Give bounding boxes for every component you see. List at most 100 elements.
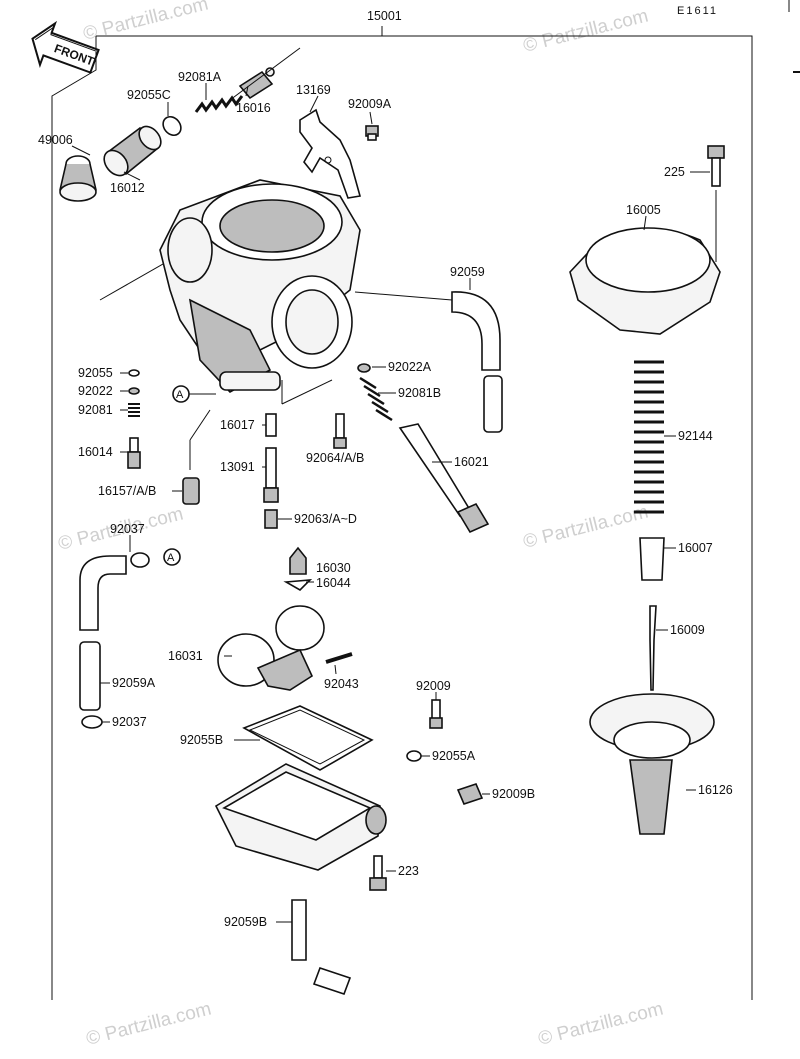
watermark-text: © Partzilla.com — [84, 999, 213, 1050]
hose-icon — [451, 291, 503, 433]
clamp-icon — [81, 715, 103, 729]
clip-icon — [283, 579, 313, 591]
jet-needle-icon — [649, 605, 657, 691]
part-label-92055b: 92055B — [180, 733, 223, 747]
part-label-16030: 16030 — [316, 561, 351, 575]
spring-icon — [634, 360, 664, 514]
throttle-stop-screw-icon — [398, 423, 490, 534]
callout-a-label: A — [176, 389, 184, 401]
plunger-icon — [238, 67, 275, 100]
diaphragm-vacuum-piston-icon — [589, 693, 715, 835]
part-label-16017: 16017 — [220, 418, 255, 432]
washer-icon — [128, 387, 140, 395]
part-label-16007: 16007 — [678, 541, 713, 555]
part-label-16157: 16157/A/B — [98, 484, 156, 498]
part-label-92081b: 92081B — [398, 386, 441, 400]
part-label-13091: 13091 — [220, 460, 255, 474]
part-label-92055: 92055 — [78, 366, 113, 380]
hose-clamp-group — [79, 552, 150, 729]
part-label-16021: 16021 — [454, 455, 489, 469]
float-bowl-gasket-icon — [242, 705, 374, 771]
part-label-16016: 16016 — [236, 101, 271, 115]
callout-a: A — [163, 548, 181, 566]
screw-icon — [365, 125, 379, 141]
watermark-text: © Partzilla.com — [81, 0, 210, 45]
float-valve-icon — [289, 546, 307, 575]
needle-jet-icon — [263, 447, 279, 503]
spring-icon — [359, 376, 393, 422]
leader-lines — [71, 83, 710, 923]
jet-holder-icon — [265, 413, 277, 437]
jet-stack-group — [189, 379, 347, 529]
screw-icon — [707, 145, 725, 187]
part-label-92059a: 92059A — [112, 676, 156, 690]
top-cover-icon — [569, 227, 721, 335]
part-label-223: 223 — [398, 864, 419, 878]
watermark-text: © Partzilla.com — [521, 502, 650, 553]
part-label-92055a: 92055A — [432, 749, 476, 763]
part-label-92037-top: 92037 — [110, 522, 145, 536]
part-label-92043: 92043 — [324, 677, 359, 691]
needle-holder-icon — [639, 537, 665, 581]
o-ring-icon — [128, 369, 140, 377]
clamp-icon — [130, 552, 150, 568]
float-valve-group — [283, 546, 313, 591]
o-ring-icon — [162, 115, 182, 137]
part-label-49006: 49006 — [38, 133, 73, 147]
part-label-92059b: 92059B — [224, 915, 267, 929]
throttle-stop-group — [357, 363, 490, 534]
part-label-16009: 16009 — [670, 623, 705, 637]
bracket-plate-icon — [299, 108, 362, 199]
starter-group — [59, 47, 379, 301]
part-label-16126: 16126 — [698, 783, 733, 797]
part-labels: 49006 92055C 92081A 16016 16012 13169 92… — [38, 70, 733, 929]
part-label-16014: 16014 — [78, 445, 113, 459]
hose-icon — [291, 899, 352, 996]
carburetor-body-icon — [159, 179, 453, 394]
part-label-92064: 92064/A/B — [306, 451, 364, 465]
hose-icon — [79, 555, 127, 631]
pin-icon — [325, 652, 353, 664]
part-label-225: 225 — [664, 165, 685, 179]
part-label-92144: 92144 — [678, 429, 713, 443]
part-label-92055c: 92055C — [127, 88, 171, 102]
spring-icon — [194, 95, 244, 113]
float-icon — [217, 605, 325, 691]
part-label-16031: 16031 — [168, 649, 203, 663]
main-jet-icon — [264, 509, 278, 529]
starter-valve-body-icon — [103, 125, 162, 177]
part-label-92059: 92059 — [450, 265, 485, 279]
part-label-92081a: 92081A — [178, 70, 222, 84]
assembly-number: 15001 — [367, 9, 402, 23]
part-label-16012: 16012 — [110, 181, 145, 195]
part-label-92009b: 92009B — [492, 787, 535, 801]
part-label-92081: 92081 — [78, 403, 113, 417]
screw-icon — [429, 699, 443, 729]
screw-icon — [369, 855, 387, 891]
part-label-16005: 16005 — [626, 203, 661, 217]
hose-icon — [79, 641, 101, 711]
part-label-92009a: 92009A — [348, 97, 392, 111]
jet-icon — [333, 413, 347, 449]
part-label-92022a: 92022A — [388, 360, 432, 374]
watermark-text: © Partzilla.com — [536, 999, 665, 1050]
pilot-screw-icon — [127, 437, 141, 469]
jet-icon — [182, 477, 200, 505]
float-bowl-icon — [214, 763, 387, 871]
spring-icon — [128, 403, 140, 417]
part-label-92063: 92063/A~D — [294, 512, 357, 526]
o-ring-icon — [406, 750, 422, 762]
callout-a-label: A — [167, 552, 175, 564]
rubber-cap-icon — [59, 155, 97, 202]
pilot-parts-group — [127, 369, 200, 505]
part-label-16044: 16044 — [316, 576, 351, 590]
washer-icon — [357, 363, 371, 373]
figure-code: E1611 — [677, 5, 718, 17]
callout-a: A — [172, 385, 216, 403]
part-label-13169: 13169 — [296, 83, 331, 97]
part-label-92037-bottom: 92037 — [112, 715, 147, 729]
watermark-text: © Partzilla.com — [521, 6, 650, 57]
assembly-bracket — [51, 26, 753, 1000]
part-label-92022: 92022 — [78, 384, 113, 398]
